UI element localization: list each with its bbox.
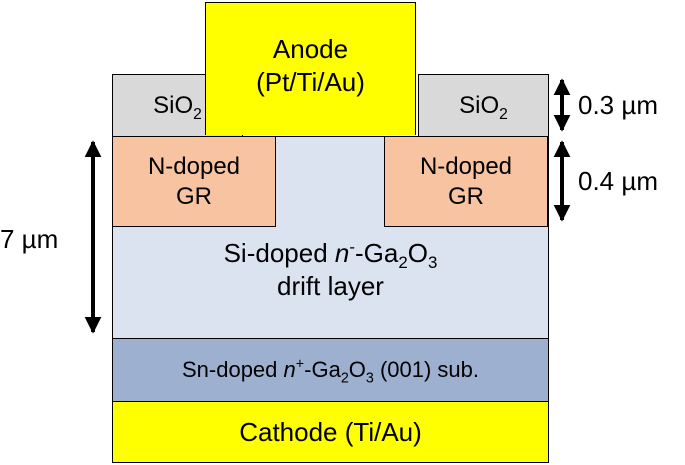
guard-ring-right-line2: GR: [448, 182, 484, 210]
anode-label-line2: (Pt/Ti/Au): [256, 66, 365, 97]
cathode-label: Cathode (Ti/Au): [239, 416, 422, 447]
sio2-right-label: SiO2: [459, 91, 508, 123]
gr-thickness-label: 0.4 µm: [578, 166, 659, 196]
substrate-label: Sn-doped n+-Ga2O3 (001) sub.: [181, 356, 480, 387]
guard-ring-left-line2: GR: [176, 182, 212, 210]
guard-ring-right: N-doped GR: [384, 136, 548, 227]
sio2-left-label: SiO2: [153, 91, 202, 123]
cathode: Cathode (Ti/Au): [112, 401, 549, 463]
guard-ring-left: N-doped GR: [112, 136, 276, 227]
oxide-thickness-label: 0.3 µm: [578, 90, 659, 120]
substrate-layer: Sn-doped n+-Ga2O3 (001) sub.: [112, 338, 549, 402]
guard-ring-right-line1: N-doped: [419, 152, 513, 180]
anode: Anode (Pt/Ti/Au): [205, 2, 416, 135]
anode-label-line1: Anode: [272, 34, 349, 64]
drift-layer-label-line1: Si-doped n--Ga2O3: [223, 237, 438, 273]
guard-ring-left-line1: N-doped: [147, 152, 241, 180]
sio2-right: SiO2: [418, 74, 549, 137]
drift-thickness-label: 7 µm: [0, 224, 59, 254]
drift-layer-label-line2: drift layer: [277, 270, 384, 301]
